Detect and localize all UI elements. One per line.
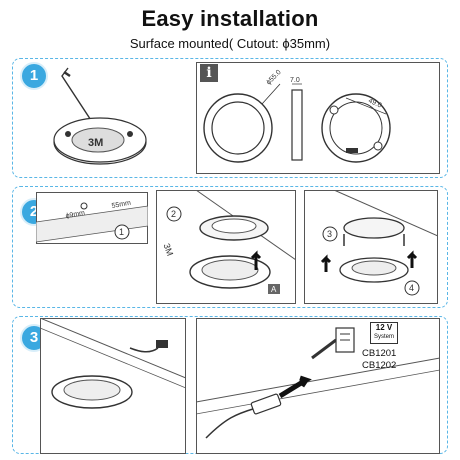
label-a: A	[271, 285, 277, 294]
dim-thickness: 7.0	[290, 77, 300, 84]
model-1: CB1201	[362, 348, 397, 359]
step-2-mount-drawing: 2 3M A	[162, 190, 296, 294]
step-1-badge: 1	[20, 62, 48, 90]
page-subtitle: Surface mounted( Cutout: ϕ35mm)	[129, 36, 331, 51]
sub-step-4: 4	[409, 283, 414, 293]
step-1-dimension-drawing: ϕ55.0 7.0 49.0	[203, 69, 391, 163]
step-3-connector-panel	[196, 318, 440, 454]
step-1-panel	[12, 58, 448, 178]
step-2-drill-drawing: ϕ9mm 55mm 1	[36, 200, 148, 243]
voltage-label: 12 V	[375, 323, 393, 332]
page-title: Easy installation	[141, 6, 319, 31]
model-2: CB1202	[362, 360, 397, 371]
sub-step-3: 3	[327, 229, 332, 239]
dim-diameter: ϕ55.0	[265, 69, 282, 86]
step-1-light-illustration: 3M	[53, 67, 147, 165]
step-1-tape-label: 3M	[88, 137, 103, 149]
voltage-badge: 12 V System	[370, 322, 398, 344]
step-2-tape-label: 3M	[162, 242, 176, 257]
sub-step-1: 1	[119, 227, 124, 237]
sub-step-2: 2	[171, 209, 176, 219]
step-3-connector-drawing	[196, 327, 440, 439]
step-2-panel	[12, 186, 448, 308]
voltage-sub: System	[373, 334, 394, 340]
info-icon: i	[200, 64, 218, 82]
step-2-screw-drawing: 3 4	[320, 190, 438, 296]
hole-diameter: ϕ9mm	[65, 210, 86, 220]
hole-distance: 55mm	[111, 200, 132, 210]
step-3-cable-drawing	[40, 318, 186, 409]
